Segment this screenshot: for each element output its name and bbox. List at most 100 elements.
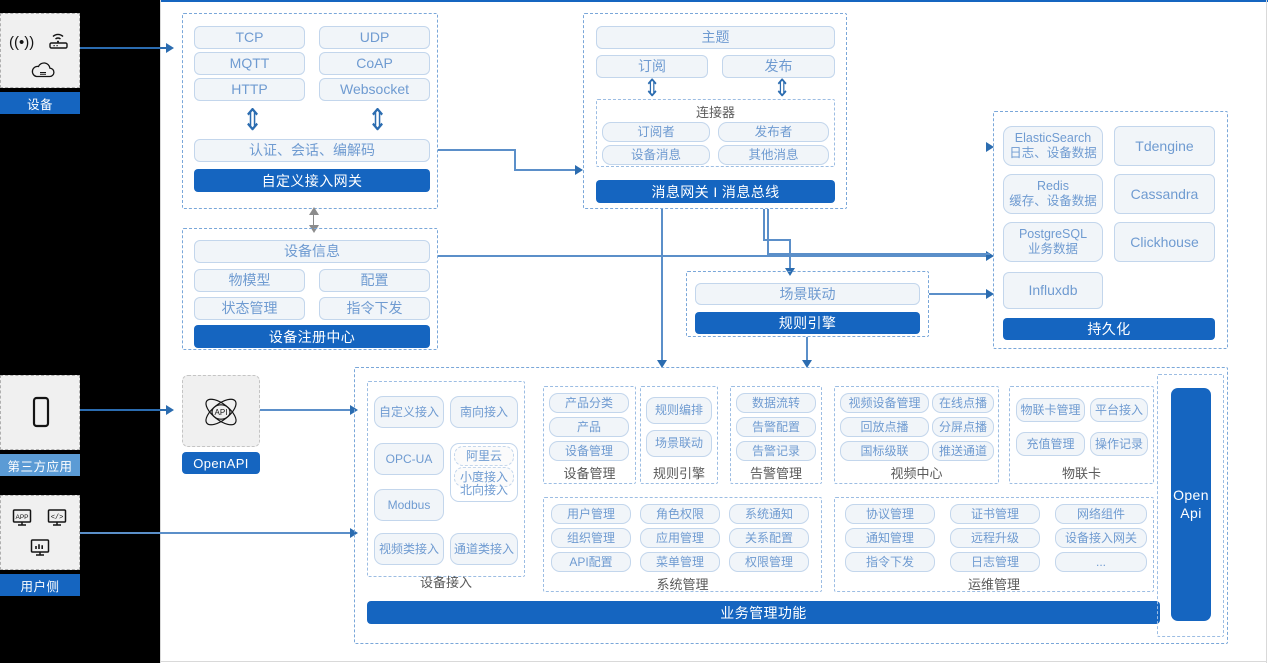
connector-bus-persistence-a — [767, 209, 769, 255]
group-system-management — [543, 497, 822, 592]
chip-data-flow[interactable]: 数据流转 — [736, 393, 816, 413]
protocol-chip-tcp[interactable]: TCP — [194, 26, 305, 49]
protocol-chip-udp[interactable]: UDP — [319, 26, 430, 49]
registry-chip-command[interactable]: 指令下发 — [319, 297, 430, 320]
bidirectional-arrow-right: ⇕ — [366, 103, 389, 138]
chip-user-management[interactable]: 用户管理 — [551, 504, 631, 524]
store-chip-influxdb[interactable]: Influxdb — [1003, 272, 1103, 309]
svg-text:API: API — [215, 408, 228, 417]
chip-opc-ua[interactable]: OPC-UA — [374, 443, 444, 475]
store-chip-redis[interactable]: Redis 缓存、设备数据 — [1003, 174, 1103, 214]
chip-aliyun[interactable]: 阿里云 — [454, 446, 514, 466]
chip-product[interactable]: 产品 — [549, 417, 629, 437]
registry-chip-state[interactable]: 状态管理 — [194, 297, 305, 320]
chip-system-notice[interactable]: 系统通知 — [729, 504, 809, 524]
chip-custom-access[interactable]: 自定义接入 — [374, 396, 444, 428]
openapi-icon-box — [182, 375, 260, 447]
chip-notification-management[interactable]: 通知管理 — [845, 528, 935, 548]
actor-third-party-app[interactable]: 第三方应用 — [0, 375, 80, 476]
chip-online-vod[interactable]: 在线点播 — [932, 393, 994, 413]
registry-title-bar[interactable]: 设备注册中心 — [194, 325, 430, 348]
arrowhead-registry-to-persistence — [986, 251, 994, 261]
chip-playback-vod[interactable]: 回放点播 — [840, 417, 929, 437]
bus-topic-chip[interactable]: 主题 — [596, 26, 835, 49]
connector-chip-other-message[interactable]: 其他消息 — [718, 145, 829, 165]
rule-engine-scene-chip[interactable]: 场景联动 — [695, 283, 920, 305]
store-chip-elasticsearch[interactable]: ElasticSearch 日志、设备数据 — [1003, 126, 1103, 166]
store-chip-postgresql[interactable]: PostgreSQL 业务数据 — [1003, 222, 1103, 262]
protocol-chip-coap[interactable]: CoAP — [319, 52, 430, 75]
chip-device-management[interactable]: 设备管理 — [549, 441, 629, 461]
chip-xiaodu-access[interactable]: 小度接入 — [454, 467, 514, 487]
actor-device[interactable]: ((•)) 设备 — [0, 13, 80, 114]
chip-recharge-management[interactable]: 充值管理 — [1016, 432, 1085, 456]
connector-chip-publisher[interactable]: 发布者 — [718, 122, 829, 142]
api-atom-icon: API — [199, 392, 243, 437]
actor-user-side[interactable]: APP </> 用户侧 — [0, 495, 80, 596]
chip-split-screen-vod[interactable]: 分屏点播 — [932, 417, 994, 437]
connector-gateway-bus-a — [438, 149, 515, 151]
chip-video-device-management[interactable]: 视频设备管理 — [840, 393, 929, 413]
chip-rule-orchestration[interactable]: 规则编排 — [646, 397, 712, 424]
chip-northbound-access[interactable]: 北向接入 — [450, 443, 518, 502]
chip-api-config[interactable]: API配置 — [551, 552, 631, 572]
connector-userside-to-business — [80, 532, 354, 534]
chip-alarm-record[interactable]: 告警记录 — [736, 441, 816, 461]
chip-protocol-management[interactable]: 协议管理 — [845, 504, 935, 524]
gateway-middle-chip[interactable]: 认证、会话、编解码 — [194, 139, 430, 162]
chip-remote-upgrade[interactable]: 远程升级 — [950, 528, 1040, 548]
persistence-title-bar[interactable]: 持久化 — [1003, 318, 1215, 340]
chip-southbound-access[interactable]: 南向接入 — [450, 396, 518, 428]
actor-user-side-icons: APP </> — [0, 495, 80, 570]
chip-menu-management[interactable]: 菜单管理 — [640, 552, 720, 572]
store-postgresql-text: PostgreSQL 业务数据 — [1018, 227, 1088, 256]
chip-org-management[interactable]: 组织管理 — [551, 528, 631, 548]
chip-channel-access[interactable]: 通道类接入 — [450, 533, 518, 565]
protocol-chip-mqtt[interactable]: MQTT — [194, 52, 305, 75]
router-icon — [47, 28, 71, 55]
chip-iot-card-management[interactable]: 物联卡管理 — [1016, 398, 1085, 422]
chip-permission-management[interactable]: 权限管理 — [729, 552, 809, 572]
chip-alarm-config[interactable]: 告警配置 — [736, 417, 816, 437]
chip-modbus[interactable]: Modbus — [374, 489, 444, 521]
rule-engine-title-bar[interactable]: 规则引擎 — [695, 312, 920, 334]
bus-publish-chip[interactable]: 发布 — [722, 55, 835, 78]
group-device-management — [543, 386, 636, 484]
protocol-chip-websocket[interactable]: Websocket — [319, 78, 430, 101]
chip-more[interactable]: ... — [1055, 552, 1147, 572]
registry-chip-thing-model[interactable]: 物模型 — [194, 269, 305, 292]
chip-certificate-management[interactable]: 证书管理 — [950, 504, 1040, 524]
store-chip-clickhouse[interactable]: Clickhouse — [1114, 222, 1215, 262]
open-api-rail-bar[interactable]: Open Api — [1171, 388, 1211, 621]
group-iot-card — [1009, 386, 1154, 484]
chip-log-management[interactable]: 日志管理 — [950, 552, 1040, 572]
connector-chip-subscriber[interactable]: 订阅者 — [602, 122, 710, 142]
chip-gb-cascade[interactable]: 国标级联 — [840, 441, 929, 461]
svg-text:APP: APP — [15, 514, 28, 521]
chip-product-category[interactable]: 产品分类 — [549, 393, 629, 413]
connector-chip-device-message[interactable]: 设备消息 — [602, 145, 710, 165]
bus-subscribe-chip[interactable]: 订阅 — [596, 55, 708, 78]
chip-device-access-gateway[interactable]: 设备接入网关 — [1055, 528, 1147, 548]
chip-role-permission[interactable]: 角色权限 — [640, 504, 720, 524]
chip-relation-config[interactable]: 关系配置 — [729, 528, 809, 548]
store-chip-tdengine[interactable]: Tdengine — [1114, 126, 1215, 166]
chip-platform-access[interactable]: 平台接入 — [1090, 398, 1148, 422]
connector-bus-persistence-b — [767, 253, 990, 255]
chip-command-dispatch[interactable]: 指令下发 — [845, 552, 935, 572]
registry-info-chip[interactable]: 设备信息 — [194, 240, 430, 263]
chip-operation-record[interactable]: 操作记录 — [1090, 432, 1148, 456]
chip-scene-linkage[interactable]: 场景联动 — [646, 430, 712, 457]
message-bus-title-bar[interactable]: 消息网关 I 消息总线 — [596, 180, 835, 203]
chip-network-component[interactable]: 网络组件 — [1055, 504, 1147, 524]
arrowhead-device-to-gateway — [166, 43, 174, 53]
chip-app-management[interactable]: 应用管理 — [640, 528, 720, 548]
gateway-title-bar[interactable]: 自定义接入网关 — [194, 169, 430, 192]
registry-chip-config[interactable]: 配置 — [319, 269, 430, 292]
store-chip-cassandra[interactable]: Cassandra — [1114, 174, 1215, 214]
openapi-label-bar[interactable]: OpenAPI — [182, 452, 260, 474]
protocol-chip-http[interactable]: HTTP — [194, 78, 305, 101]
chip-push-channel[interactable]: 推送通道 — [932, 441, 994, 461]
chip-video-access[interactable]: 视频类接入 — [374, 533, 444, 565]
business-title-bar[interactable]: 业务管理功能 — [367, 601, 1160, 624]
